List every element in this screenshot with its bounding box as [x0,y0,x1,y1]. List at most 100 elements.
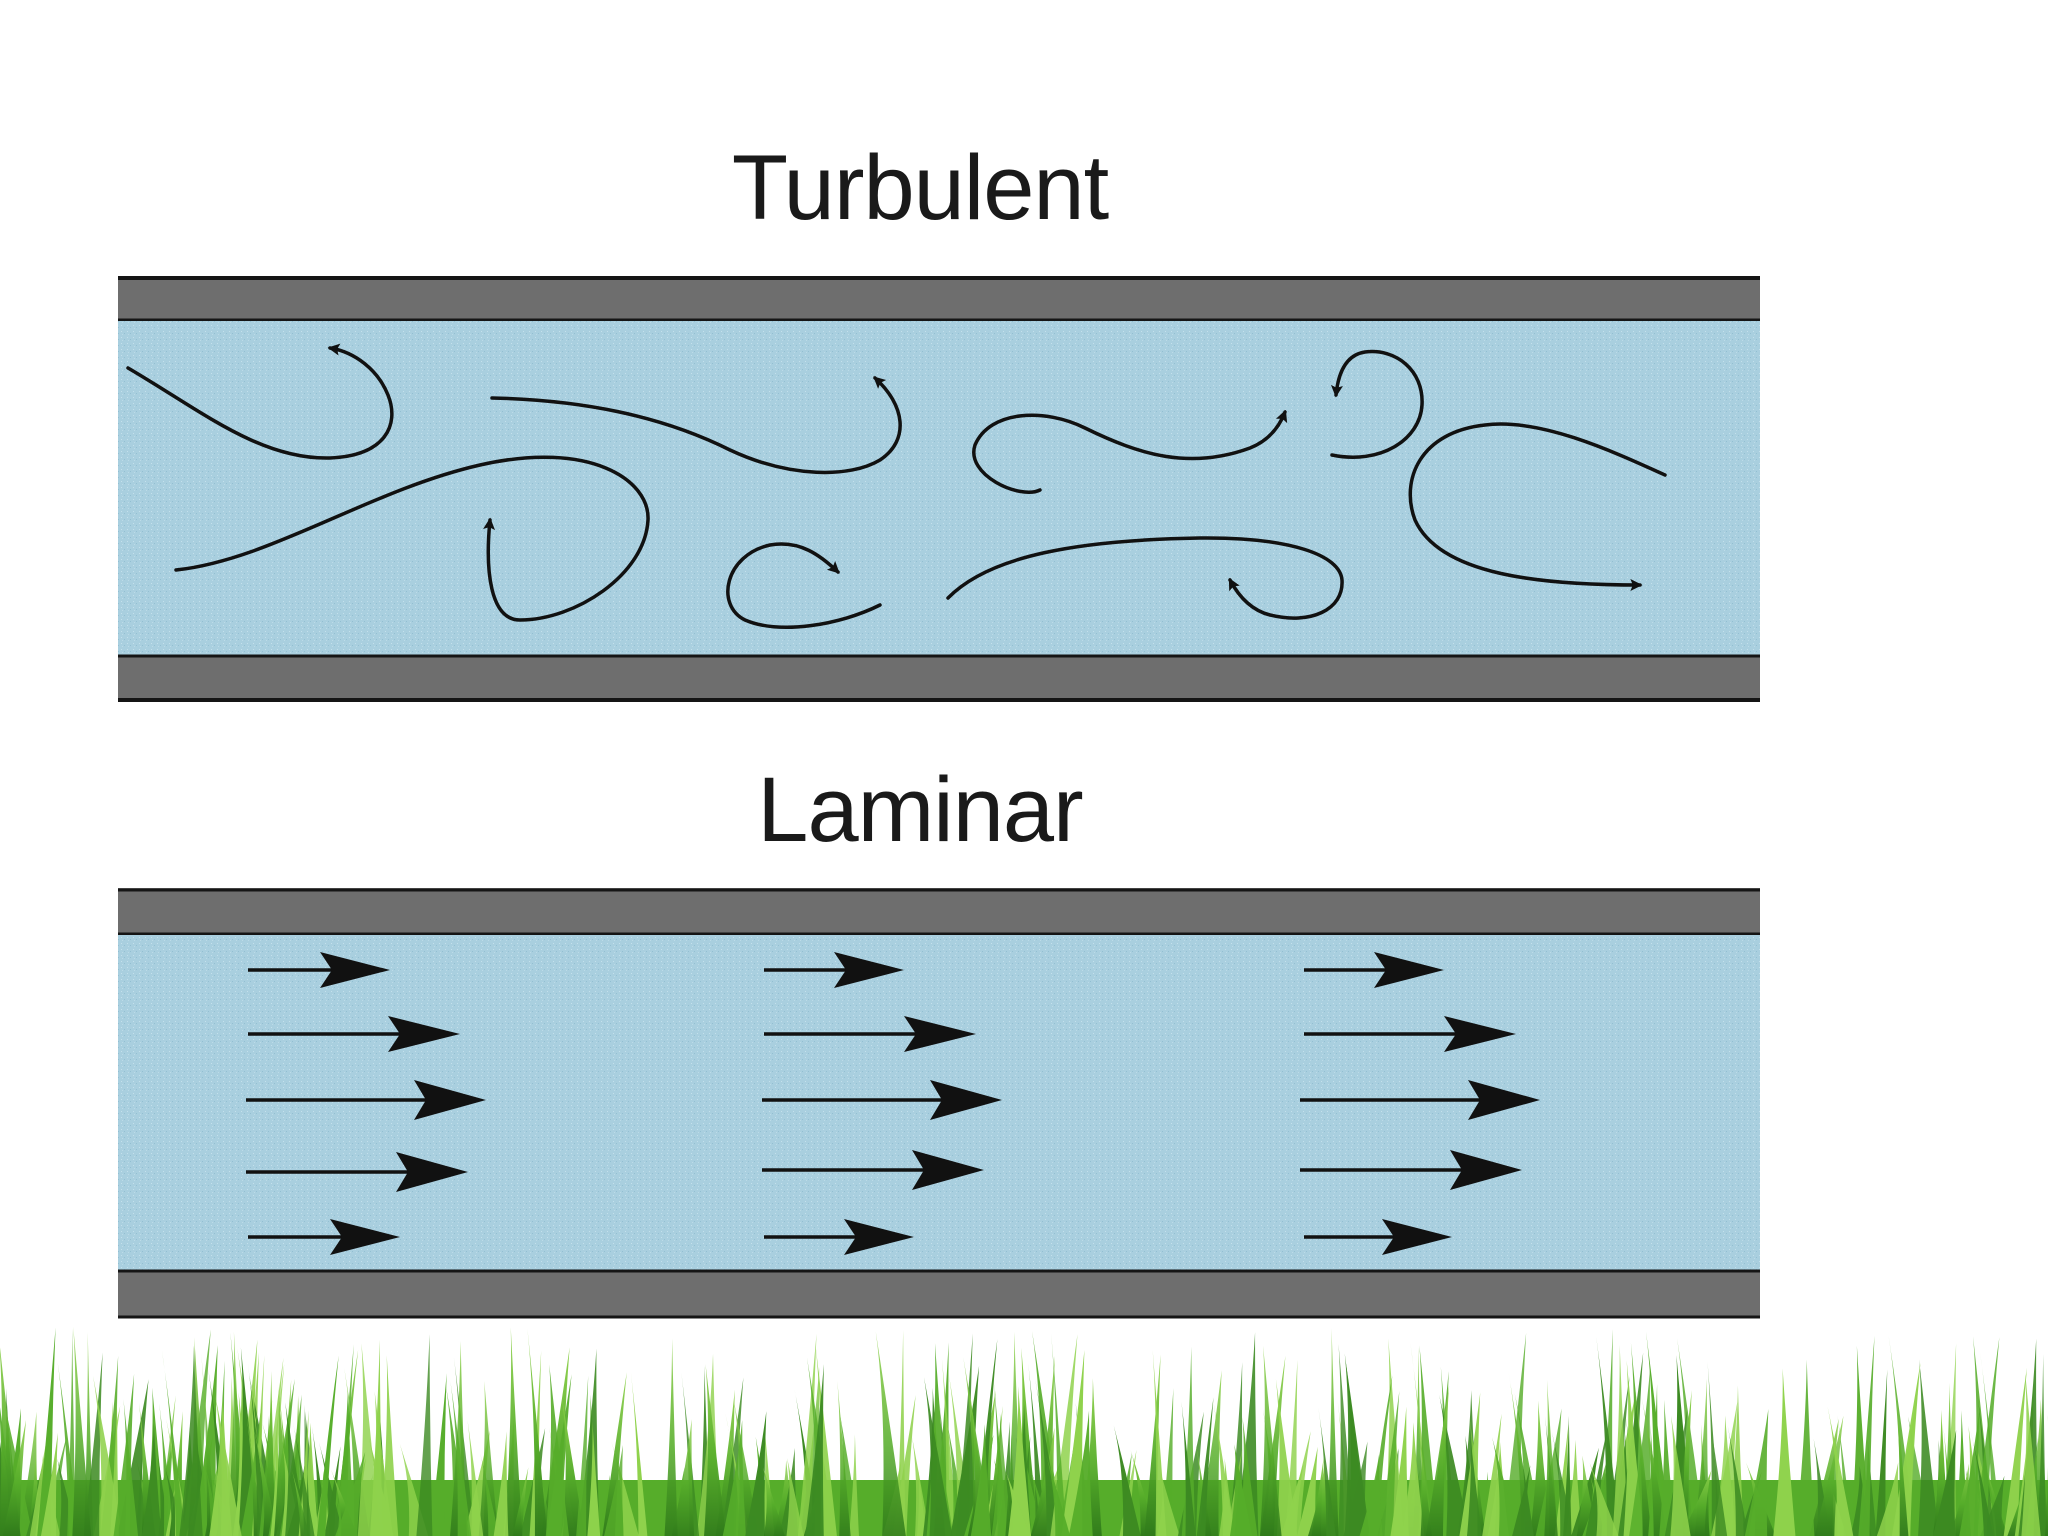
grass-blade [1612,1344,1629,1536]
grass-blade [1670,1415,1691,1536]
turbulent-eddy [490,376,902,475]
grass-blade [875,1331,906,1536]
grass-blade [815,1345,837,1536]
turbulent-eddy [946,536,1344,620]
grass-blade [2021,1372,2041,1536]
grass-blade [1659,1399,1675,1536]
grass-blade [763,1467,785,1536]
grass-blade [1482,1413,1502,1536]
grass-blade [416,1334,433,1536]
laminar-velocity-profile [762,952,1002,1255]
grass-blade [214,1392,242,1536]
laminar-bottom-wall [118,1270,1760,1318]
grass-blade [1512,1465,1531,1536]
grass-blade [117,1379,149,1536]
grass-blade [1563,1415,1572,1536]
grass-blade [2037,1354,2047,1536]
grass-blade [1970,1430,1994,1536]
grass-blade [1181,1401,1196,1536]
grass-blade [1814,1415,1844,1536]
grass-blade [1198,1370,1222,1536]
grass-blade [252,1423,279,1536]
grass-blade [786,1458,804,1536]
grass-blade [1681,1470,1712,1536]
grass-blade [1773,1368,1796,1536]
grass-blade [805,1364,824,1536]
grass-blade [604,1444,624,1536]
grass-blade [1229,1444,1253,1536]
grass-blade [1379,1391,1400,1536]
grass-blade [335,1451,366,1536]
turbulent-eddy [972,409,1288,494]
grass-blade [40,1432,58,1536]
grass-blade [923,1377,953,1536]
grass-blade [1275,1379,1298,1536]
grass-blade [1522,1460,1534,1536]
grass-blade [671,1419,695,1536]
grass-blade [2,1419,27,1536]
turbulent-pipe [118,276,1760,702]
grass-blade [1344,1353,1368,1536]
grass-blade [161,1350,186,1536]
grass-blade [1280,1464,1304,1536]
grass-blade [1492,1437,1519,1536]
turbulent-eddy [726,542,882,629]
grass-blade [1044,1451,1071,1536]
grass-blade [1196,1397,1214,1536]
grass-blade [1212,1393,1235,1536]
laminar-top-wall [118,888,1760,935]
grass-blade [430,1373,447,1536]
grass-blade [1980,1475,2005,1536]
grass-blade [1161,1388,1174,1536]
turbulent-bottom-wall [118,655,1760,701]
grass-blade [1918,1359,1940,1536]
grass-blade [970,1424,992,1536]
grass-blade [1285,1360,1298,1536]
grass-blade [704,1363,727,1536]
turbulent-eddy [1408,422,1667,591]
grass-blade [1544,1379,1558,1536]
grass-blade [1959,1406,1980,1536]
grass-blade [1181,1346,1196,1536]
grass-blade [370,1391,394,1536]
grass-blade [1467,1432,1482,1536]
grass-blade [849,1434,859,1536]
grass-blade [201,1352,216,1536]
grass-blade [1858,1335,1875,1536]
grass-blade [1401,1422,1425,1536]
grass-blade [292,1418,315,1536]
grass-blade [527,1328,548,1536]
grass-blade [504,1327,523,1536]
turbulent-title: Turbulent [731,137,1109,239]
grass-blade [1827,1406,1854,1536]
grass-blade [324,1446,341,1536]
grass-blade [1359,1454,1383,1536]
grass-blade [1235,1332,1259,1536]
grass-blade [1318,1407,1336,1536]
grass-blade [745,1411,767,1536]
grass-blade [1259,1345,1282,1536]
grass-blade [1633,1376,1652,1536]
grass-blade [1744,1409,1769,1536]
turbulent-eddy [1330,349,1424,459]
grass-blade [450,1381,472,1536]
grass-blade [722,1419,747,1536]
grass-blade [1152,1350,1167,1536]
grass-blade [630,1372,648,1536]
turbulent-eddy [126,343,394,460]
grass-blade [1895,1382,1909,1536]
grass-blade [576,1375,589,1536]
grass-blade [1727,1425,1749,1536]
grass-blade [2044,1414,2048,1536]
grass-blade [664,1338,678,1536]
laminar-velocity-profile [1300,952,1540,1255]
grass-blade [1640,1391,1668,1536]
grass-blade [337,1344,354,1536]
grass-blade [911,1436,931,1536]
grass-blade [1051,1333,1067,1536]
grass-blade [113,1373,135,1536]
laminar-title: Laminar [757,759,1083,861]
grass-blade [493,1431,509,1536]
